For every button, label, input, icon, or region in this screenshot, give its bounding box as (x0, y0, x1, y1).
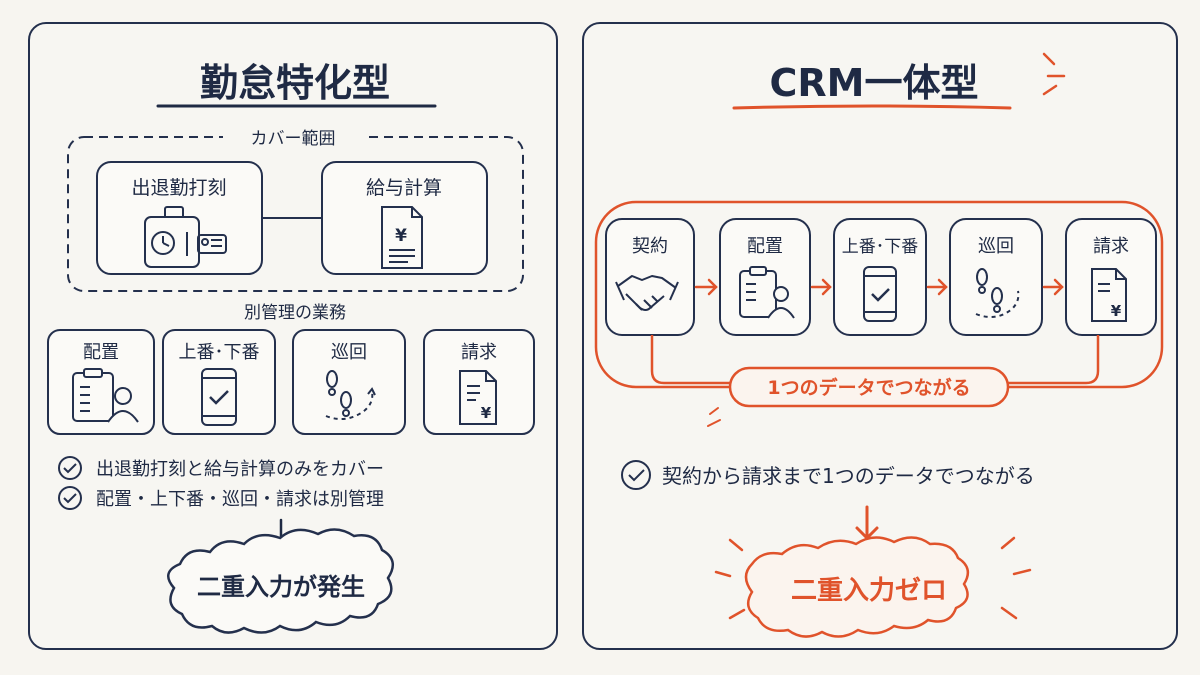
card-patrol-label: 巡回 (331, 342, 367, 363)
arrow-right-icon (1042, 278, 1064, 296)
connector-pill (728, 366, 1010, 408)
card-placement (47, 329, 155, 435)
right-title: CRM一体型 (770, 61, 979, 105)
payroll-document-icon (381, 206, 423, 269)
arrow-right-icon (926, 278, 948, 296)
footprints-icon (325, 370, 376, 421)
flow-node-billing: 請求 ¥ (1065, 218, 1157, 336)
left-result: 二重入力が発生 (197, 573, 365, 601)
card-shift (162, 329, 276, 435)
panel-attendance-type: 勤怠特化型 カバー範囲 出退勤打刻 給与計算 (28, 22, 558, 650)
invoice-yen-symbol: ¥ (481, 404, 492, 422)
sparkle-icon (1042, 52, 1066, 96)
sparkle-icon (707, 407, 721, 427)
attendance-diagram: 勤怠特化型 カバー範囲 出退勤打刻 給与計算 (47, 61, 535, 634)
invoice-icon (1091, 268, 1127, 322)
footprints-icon (975, 268, 1020, 319)
placement-clipboard-icon (739, 266, 795, 319)
card-placement-label: 配置 (83, 342, 119, 363)
card-billing-label: 請求 (461, 342, 497, 363)
smartphone-check-icon (863, 266, 897, 322)
flow-node-contract: 契約 (605, 218, 695, 336)
invoice-yen-symbol: ¥ (1111, 302, 1122, 320)
flow-node-patrol: 巡回 (949, 218, 1043, 336)
flow-node-shift-label: 上番･下番 (842, 237, 919, 257)
check-icon (58, 486, 82, 510)
crm-diagram: CRM一体型 契約 配 (594, 52, 1164, 638)
left-title: 勤怠特化型 (200, 61, 390, 105)
right-title-underline (732, 104, 1012, 110)
invoice-icon (459, 370, 497, 425)
left-check-2: 配置・上下番・巡回・請求は別管理 (96, 489, 384, 510)
connector-label: 1つのデータでつながる (767, 376, 970, 399)
connector-right-leg (1008, 335, 1100, 385)
coverage-label: カバー範囲 (251, 129, 336, 149)
placement-clipboard-icon (72, 368, 139, 423)
yen-symbol: ¥ (395, 226, 407, 246)
arrow-down-icon (855, 505, 879, 541)
card-billing (423, 329, 535, 435)
flow-node-placement: 配置 (719, 218, 811, 336)
left-check-1: 出退勤打刻と給与計算のみをカバー (96, 459, 384, 480)
check-icon (58, 456, 82, 480)
card-payroll (321, 161, 488, 275)
separate-label: 別管理の業務 (244, 303, 346, 323)
flow-node-patrol-label: 巡回 (978, 236, 1014, 257)
right-result: 二重入力ゼロ (791, 576, 947, 606)
flow-node-placement-label: 配置 (747, 236, 783, 257)
flow-node-contract-label: 契約 (632, 236, 668, 257)
time-clock-icon (144, 206, 227, 268)
flow-node-billing-label: 請求 (1093, 236, 1129, 257)
cloud-shape (167, 528, 395, 634)
cloud-shape (744, 536, 970, 638)
card-patrol (292, 329, 406, 435)
right-check: 契約から請求まで1つのデータでつながる (662, 464, 1035, 488)
handshake-icon (615, 275, 679, 311)
sparkle-icon (714, 536, 1032, 620)
connector-left-leg (650, 335, 730, 385)
flow-node-shift: 上番･下番 (833, 218, 927, 336)
arrow-right-icon (810, 278, 832, 296)
card-clock-in-label: 出退勤打刻 (131, 177, 226, 199)
card-payroll-label: 給与計算 (366, 177, 442, 199)
check-icon (621, 460, 651, 490)
arrow-right-icon (694, 278, 718, 296)
panel-crm-type: CRM一体型 契約 配 (582, 22, 1178, 650)
smartphone-check-icon (201, 368, 237, 426)
card-shift-label: 上番･下番 (179, 342, 260, 363)
